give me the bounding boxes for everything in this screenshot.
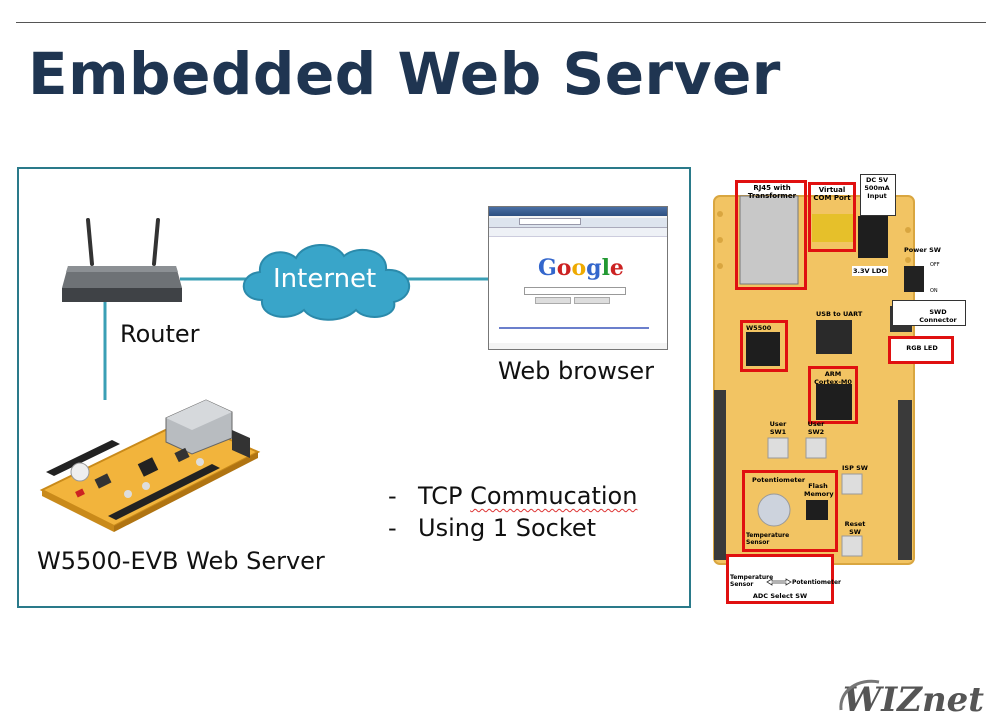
internet-cloud-icon (242, 243, 411, 321)
swd-label-box (892, 300, 966, 326)
label-dc: DC 5V 500mA Input (864, 176, 890, 200)
dc-label-box (860, 174, 896, 216)
highlight-arm (808, 366, 858, 424)
browser-window: Google (488, 206, 668, 350)
browser-toolbar (489, 228, 667, 237)
slide-title: Embedded Web Server (28, 40, 781, 108)
highlight-adc-select (726, 554, 834, 604)
label-reset-sw: Reset SW (844, 520, 866, 536)
diagram-frame (17, 167, 691, 608)
label-swd: SWD Connector (919, 308, 957, 324)
highlight-w5500 (740, 320, 788, 372)
double-arrow-icon (766, 578, 792, 586)
label-user-sw2: User SW2 (807, 420, 825, 436)
board-photo: RJ45 with Transformer Virtual COM Port D… (712, 170, 967, 606)
evb-board-image (39, 399, 261, 532)
google-search-button (535, 297, 571, 304)
label-ldo: 3.3V LDO (852, 266, 888, 276)
label-adc-left: Temperature Sensor (730, 574, 774, 588)
browser-addressbar (489, 218, 667, 228)
browser-label: Web browser (498, 357, 654, 385)
highlight-rj45 (735, 180, 807, 290)
internet-label: Internet (273, 264, 377, 294)
label-on: ON (930, 288, 938, 294)
board-label: W5500-EVB Web Server (37, 547, 325, 575)
label-rgb-led: RGB LED (906, 344, 938, 352)
label-adc-right: Potentiometer (792, 579, 841, 586)
highlight-rgb-led (888, 336, 954, 364)
top-divider (16, 22, 986, 23)
label-w5500: W5500 (746, 324, 772, 332)
router-label: Router (120, 320, 200, 348)
label-off: OFF (930, 262, 940, 268)
label-arm: ARM Cortex-M0 (814, 370, 852, 386)
bullet-item: -TCP Commucation (388, 482, 638, 510)
logo-swoosh-icon (839, 679, 880, 711)
highlight-vcom (808, 182, 856, 252)
lucky-button (574, 297, 610, 304)
browser-page: Google (489, 237, 667, 343)
label-usb-uart: USB to UART (816, 310, 863, 318)
search-box (524, 287, 626, 295)
label-user-sw1: User SW1 (769, 420, 787, 436)
label-potentiometer: Potentiometer (752, 476, 806, 484)
label-temp-sensor: Temperature Sensor (746, 532, 790, 546)
router-icon (62, 218, 182, 302)
label-rj45: RJ45 with Transformer (747, 184, 797, 200)
feature-list: -TCP Commucation -Using 1 Socket (388, 480, 637, 544)
browser-titlebar (489, 207, 667, 216)
label-adc-title: ADC Select SW (752, 592, 808, 600)
google-logo: Google (538, 255, 624, 281)
highlight-potentiometer (742, 470, 838, 552)
wiznet-logo: WIZnet (839, 679, 984, 720)
label-vcom: Virtual COM Port (813, 186, 851, 202)
label-power-sw: Power SW (904, 246, 941, 254)
bullet-item: -Using 1 Socket (388, 514, 597, 542)
label-flash: Flash Memory (804, 482, 834, 498)
footer-links (499, 327, 649, 329)
label-isp-sw: ISP SW (842, 464, 868, 472)
